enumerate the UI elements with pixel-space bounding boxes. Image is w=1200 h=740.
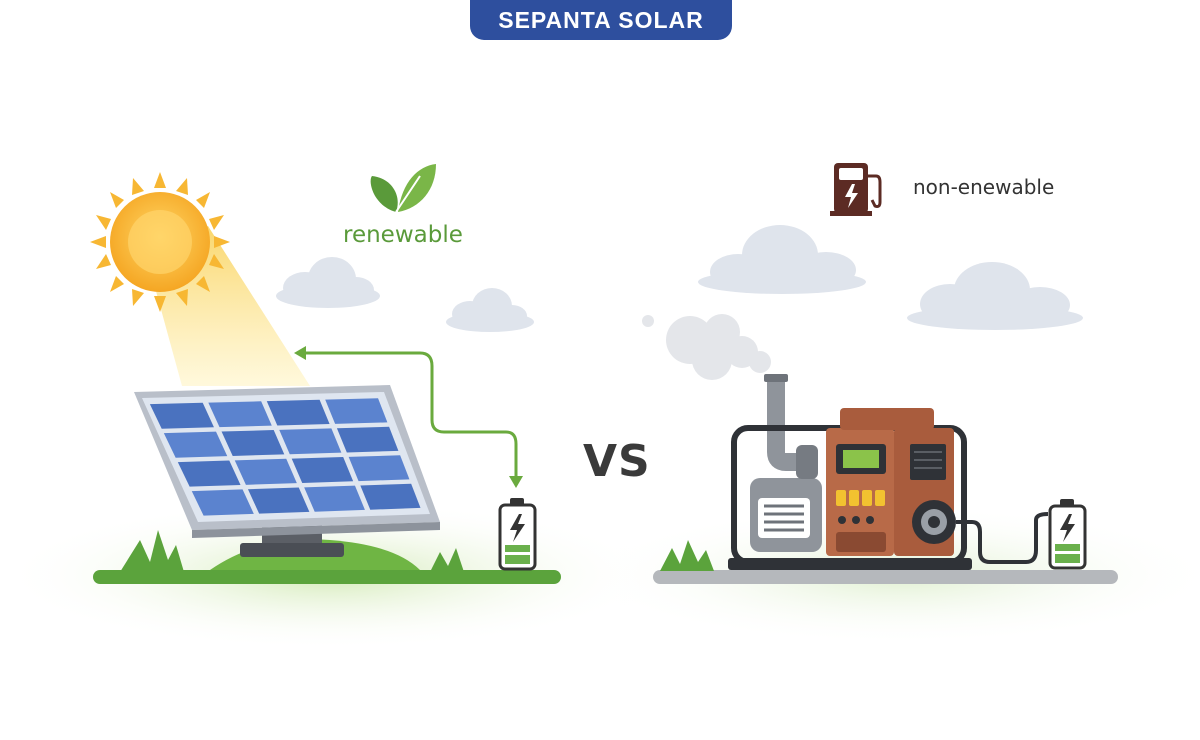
solar-cell (304, 485, 365, 512)
generator (728, 374, 1049, 570)
solar-cell (291, 457, 354, 483)
solar-cell (360, 483, 421, 510)
cloud-left (276, 257, 380, 308)
solar-cell (336, 426, 399, 453)
leaf-icon (370, 164, 436, 213)
fuel-pump-icon (830, 163, 882, 216)
renewable-label: renewable (343, 222, 463, 248)
non-renewable-label: non-enewable (913, 175, 1055, 199)
cloud-right-top (698, 225, 866, 294)
solar-cell (163, 431, 228, 458)
solar-cell (208, 401, 272, 428)
solar-cell (149, 402, 214, 429)
solar-cell (177, 460, 241, 487)
brand-name: SEPANTA SOLAR (498, 6, 704, 33)
brand-banner: SEPANTA SOLAR (470, 0, 732, 40)
solar-cell (348, 455, 410, 482)
solar-cell (191, 489, 254, 516)
solar-cell (221, 430, 285, 456)
energy-flow-arrow (300, 351, 518, 480)
cloud-mid (446, 288, 534, 332)
solar-cell (234, 458, 297, 485)
solar-cell (247, 487, 310, 514)
solar-cell (325, 398, 388, 424)
arrow-head-down (509, 476, 523, 488)
solar-cell (279, 428, 342, 455)
ground-right (653, 540, 1118, 584)
cloud-right-bottom (907, 262, 1083, 330)
battery-icon-left (498, 498, 537, 571)
arrow-head-left (294, 346, 306, 360)
battery-icon-right (1048, 499, 1087, 570)
solar-cell (266, 399, 330, 426)
solar-cells (149, 398, 421, 516)
sun-icon (90, 172, 230, 312)
vs-label: VS (583, 436, 651, 487)
smoke-cloud (642, 314, 771, 380)
